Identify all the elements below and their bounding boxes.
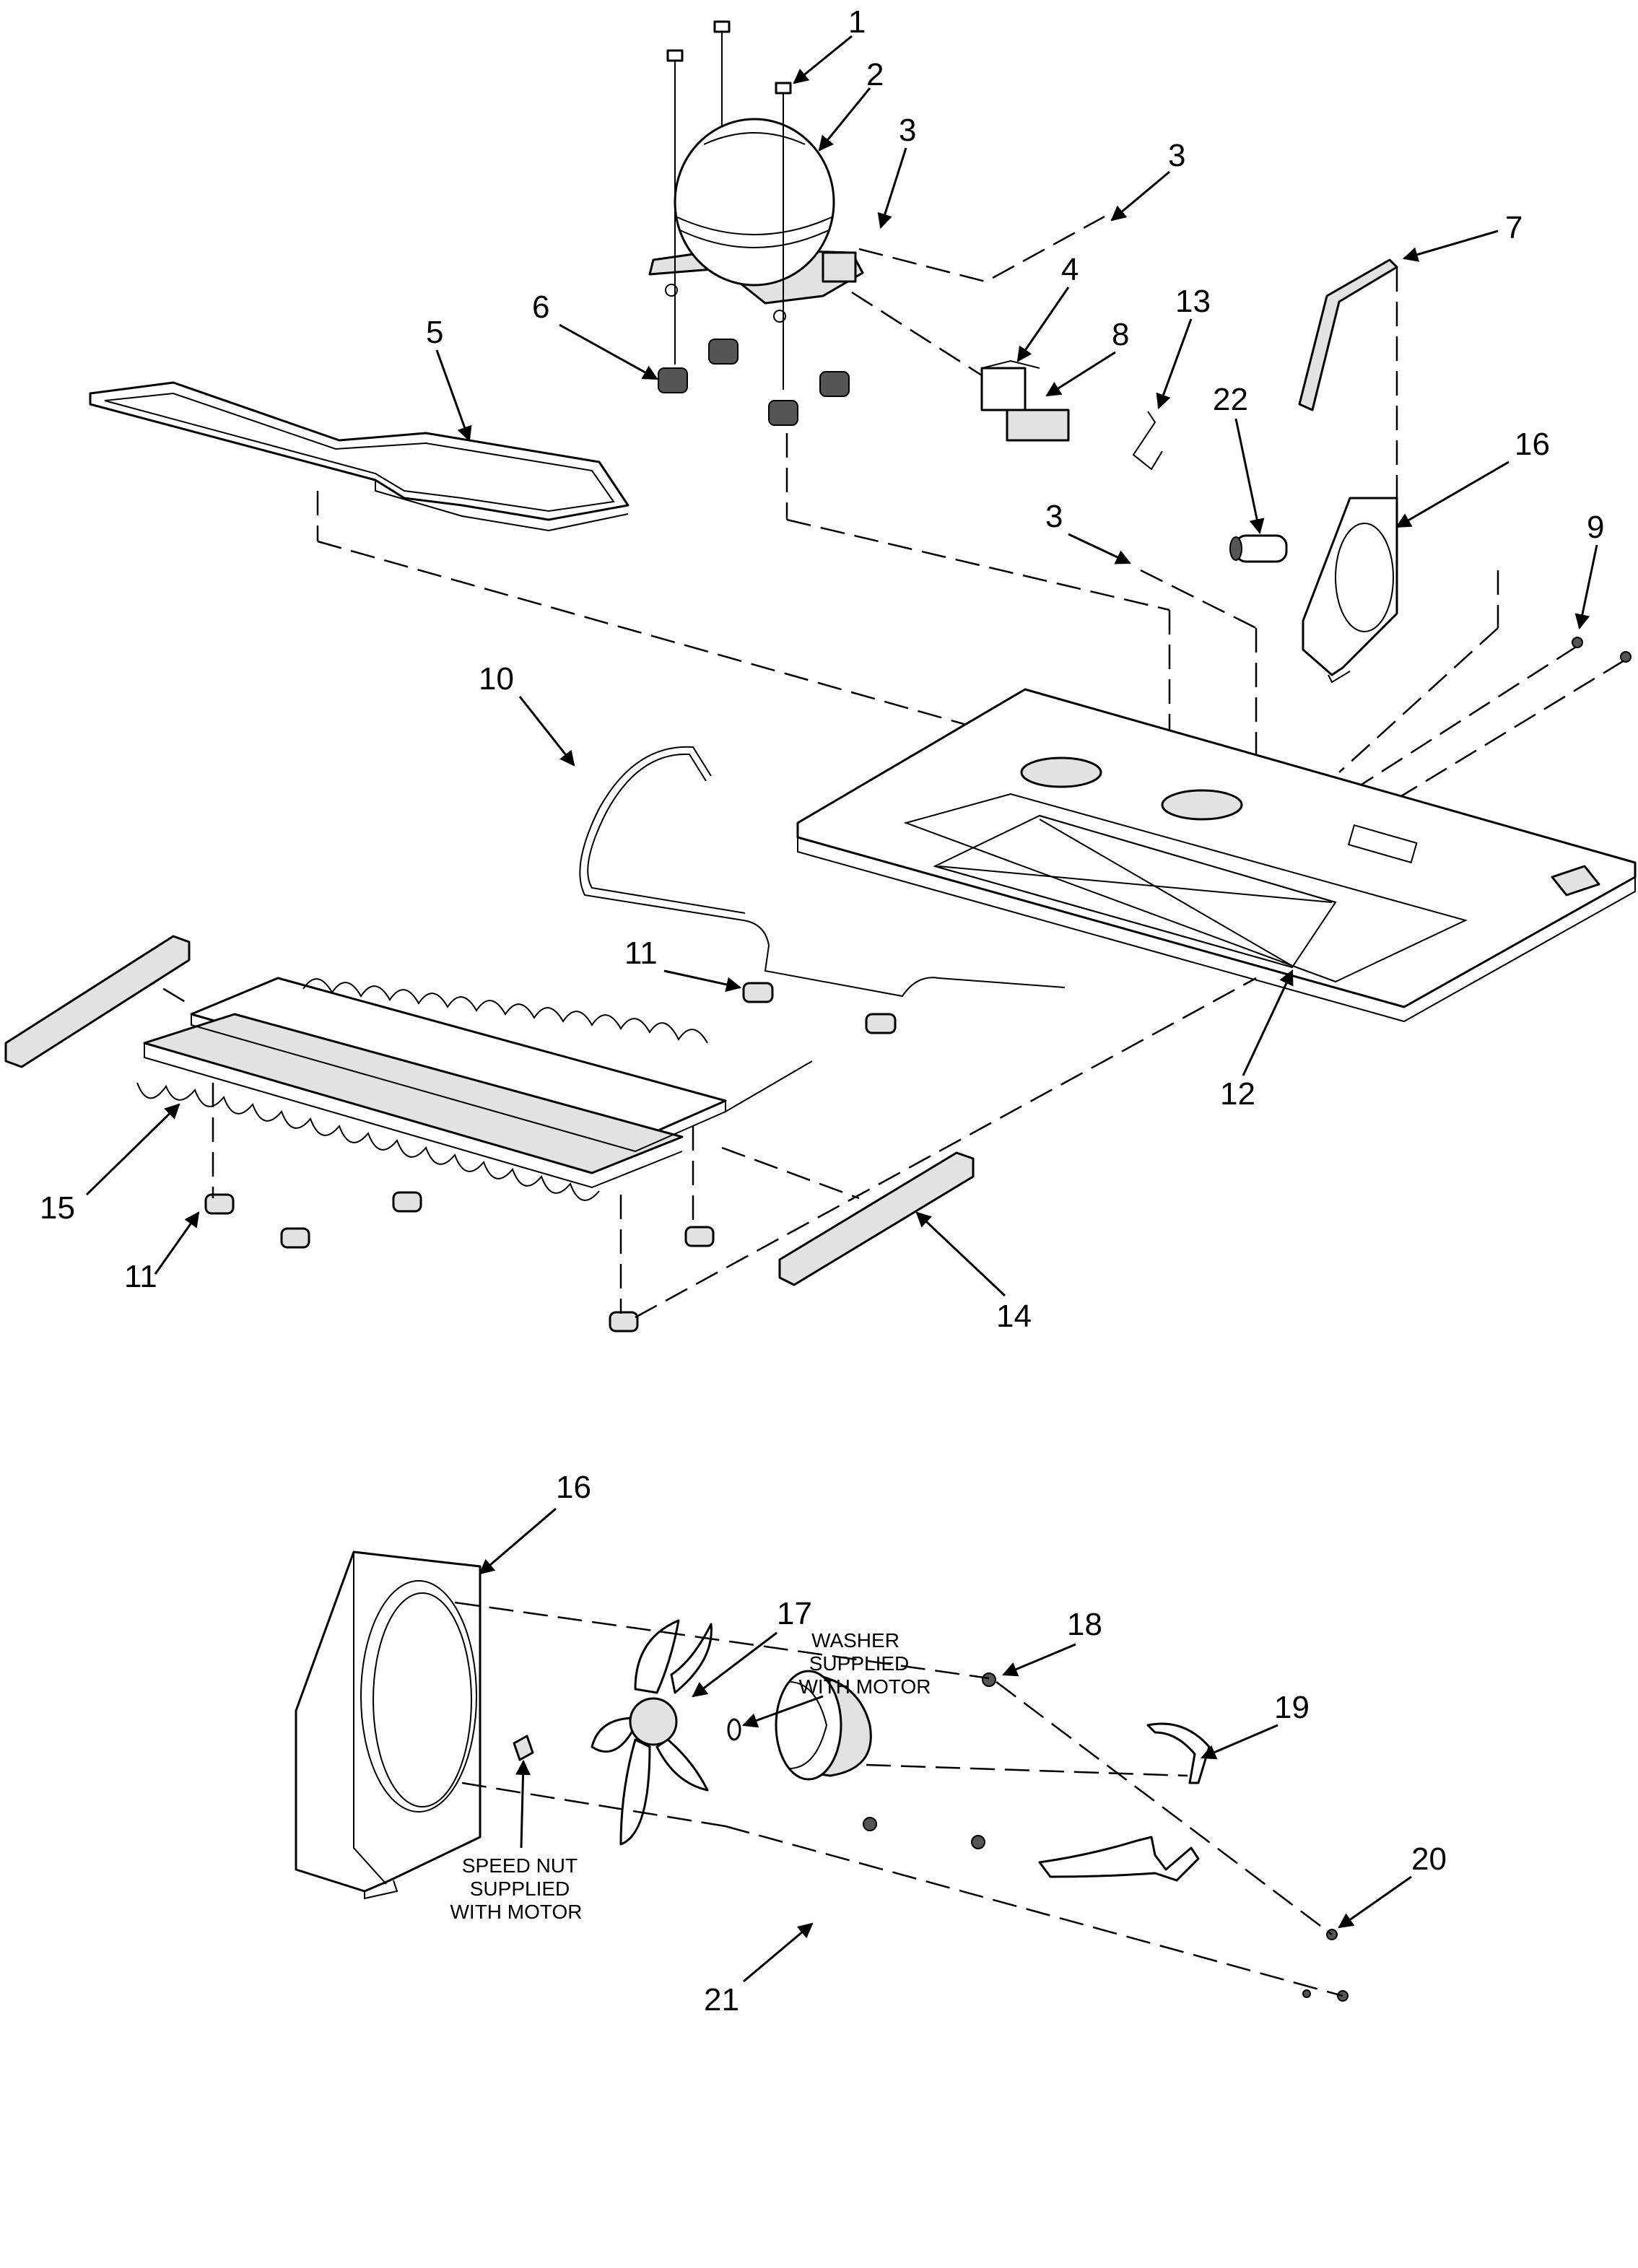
callout-20: 20: [1338, 1841, 1447, 1929]
svg-text:SPEED NUT: SPEED NUT: [462, 1854, 578, 1877]
assembly-lines-lower: [454, 1601, 1343, 1997]
callout-19: 19: [1201, 1690, 1310, 1760]
callout-11-b: 11: [124, 1211, 200, 1294]
svg-text:9: 9: [1587, 510, 1604, 545]
callout-9: 9: [1574, 510, 1604, 630]
run-capacitor: [1229, 534, 1288, 563]
svg-text:22: 22: [1213, 382, 1248, 417]
washer: [727, 1718, 741, 1741]
drain-pan: [89, 381, 983, 730]
screws: [1572, 637, 1632, 663]
svg-text:7: 7: [1505, 210, 1522, 245]
svg-text:16: 16: [1515, 427, 1550, 462]
svg-text:SUPPLIED: SUPPLIED: [470, 1877, 570, 1900]
callout-16-a: 16: [1395, 427, 1550, 528]
svg-text:WITH MOTOR: WITH MOTOR: [450, 1901, 582, 1923]
gasket: [1298, 258, 1398, 411]
callout-21: 21: [704, 1922, 814, 2018]
callout-11-a: 11: [624, 935, 742, 993]
svg-text:3: 3: [899, 113, 916, 148]
svg-text:6: 6: [532, 289, 549, 325]
callout-12: 12: [1220, 969, 1294, 1112]
svg-text:12: 12: [1220, 1076, 1255, 1112]
callout-2: 2: [818, 57, 884, 152]
tube: [579, 746, 1066, 998]
motor-bracket: [1038, 1722, 1211, 1882]
svg-text:16: 16: [556, 1470, 591, 1505]
svg-text:14: 14: [996, 1299, 1032, 1334]
note-speed-nut: SPEED NUT SUPPLIED WITH MOTOR: [450, 1759, 583, 1923]
svg-text:1: 1: [848, 4, 866, 40]
svg-text:11: 11: [124, 1259, 157, 1294]
svg-text:5: 5: [426, 315, 443, 350]
callout-14: 14: [915, 1211, 1032, 1334]
compressor: [648, 118, 864, 323]
rail-left: [4, 935, 191, 1068]
svg-text:21: 21: [704, 1982, 739, 2018]
clip: [1132, 411, 1163, 471]
callout-17: 17: [692, 1596, 812, 1698]
callout-1: 1: [793, 4, 866, 84]
svg-text:3: 3: [1168, 138, 1185, 173]
sleeves: [204, 982, 897, 1333]
callout-4: 4: [1016, 252, 1079, 362]
svg-text:13: 13: [1175, 284, 1211, 319]
svg-text:17: 17: [777, 1596, 812, 1631]
callout-3-b: 3: [1110, 138, 1185, 222]
svg-text:11: 11: [624, 935, 658, 971]
speed-nut: [513, 1735, 534, 1761]
callout-6: 6: [532, 289, 658, 380]
grommets: [658, 339, 850, 426]
callout-13: 13: [1156, 284, 1211, 409]
fan-blade: [591, 1619, 713, 1846]
callout-22: 22: [1213, 382, 1265, 535]
note-washer: WASHER SUPPLIED WITH MOTOR: [742, 1629, 931, 1728]
svg-text:8: 8: [1112, 317, 1129, 352]
fan-shroud-large: [295, 1550, 482, 1900]
assembly-lines-upper: [785, 215, 1625, 824]
condenser-coil: [133, 969, 1257, 1319]
svg-text:18: 18: [1067, 1607, 1102, 1642]
callout-18: 18: [1002, 1607, 1102, 1677]
callout-15: 15: [40, 1103, 180, 1226]
svg-text:4: 4: [1061, 252, 1079, 287]
rail-right: [778, 1151, 975, 1286]
callout-3-c: 3: [1045, 499, 1131, 564]
svg-text:WITH MOTOR: WITH MOTOR: [798, 1675, 931, 1698]
svg-text:19: 19: [1274, 1690, 1310, 1725]
svg-text:SUPPLIED: SUPPLIED: [809, 1652, 910, 1675]
relay-overload: [980, 359, 1070, 442]
compressor-bolts: [666, 20, 792, 390]
svg-text:WASHER: WASHER: [811, 1629, 899, 1652]
callout-8: 8: [1045, 317, 1129, 397]
callout-16-b: 16: [479, 1470, 591, 1575]
fan-motor: [775, 1670, 872, 1781]
callout-3-a: 3: [877, 113, 916, 230]
svg-text:20: 20: [1411, 1841, 1447, 1877]
base-plate: [796, 688, 1637, 1023]
svg-text:10: 10: [479, 661, 514, 697]
svg-text:2: 2: [866, 57, 884, 92]
callout-7: 7: [1402, 210, 1522, 262]
fan-shroud-small: [1302, 497, 1398, 684]
callout-5: 5: [426, 315, 472, 442]
svg-text:3: 3: [1045, 499, 1063, 534]
callout-10: 10: [479, 661, 575, 767]
svg-text:15: 15: [40, 1190, 75, 1226]
